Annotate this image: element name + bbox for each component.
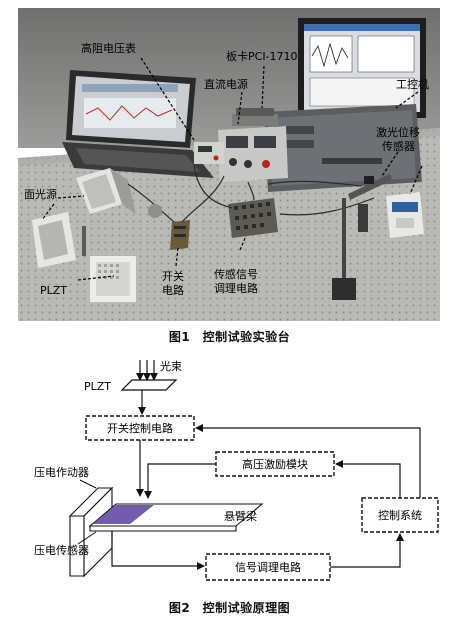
wire-control-hv xyxy=(335,460,401,498)
leader-sensor xyxy=(77,531,97,545)
lab-setup-photo: 高阻电压表 板卡PCI-1710 直流电源 工控机 激光位移 传感器 面光源 P… xyxy=(18,8,440,321)
label-switch-2: 电路 xyxy=(162,284,184,297)
cantilever-beam xyxy=(88,503,264,532)
switch-circuit-board xyxy=(170,220,190,250)
wire-sensor-signal xyxy=(111,531,205,570)
wire-signal-control xyxy=(330,533,404,568)
schem-label-plzt: PLZT xyxy=(84,380,111,393)
sensor-stand xyxy=(332,174,392,300)
label-ipc: 工控机 xyxy=(396,77,429,91)
laser-sensor-unit xyxy=(386,192,424,238)
schem-label-hv: 高压激励模块 xyxy=(242,457,308,471)
label-conditioning-2: 调理电路 xyxy=(214,282,258,295)
magnetic-base xyxy=(148,204,162,218)
schem-label-actuator: 压电作动器 xyxy=(34,466,89,479)
control-schematic-diagram: PLZT 光束 开关控制电路 高压激励模块 控制系统 悬臂梁 压电作动器 压电传… xyxy=(34,359,439,581)
label-conditioning-1: 传感信号 xyxy=(214,268,258,281)
schem-label-switch: 开关控制电路 xyxy=(107,421,173,435)
schem-label-control: 控制系统 xyxy=(378,508,422,522)
plzt-element xyxy=(120,379,178,391)
clamp-base xyxy=(68,486,114,578)
label-laser-sensor-1: 激光位移 xyxy=(376,125,420,139)
industrial-pc xyxy=(264,104,422,192)
light-beam-arrows xyxy=(136,360,158,381)
laptop-monitor xyxy=(62,70,214,178)
schem-label-signal: 信号调理电路 xyxy=(235,561,301,574)
signal-conditioning-box xyxy=(205,553,331,581)
figure2-caption: 图2 控制试验原理图 xyxy=(168,601,291,615)
label-light-source: 面光源 xyxy=(24,187,57,201)
cables xyxy=(127,163,375,223)
annotation-arrows xyxy=(41,57,423,281)
wire-control-switch xyxy=(195,424,421,498)
label-dc-power: 直流电源 xyxy=(204,77,248,91)
voltmeter-box xyxy=(194,142,224,164)
schem-label-cantilever: 悬臂梁 xyxy=(224,509,257,523)
pc-monitor xyxy=(298,18,426,130)
label-switch-1: 开关 xyxy=(162,269,184,283)
figure1-caption: 图1 控制试验实验台 xyxy=(168,330,291,344)
piezo-patch xyxy=(92,505,154,524)
label-laser-sensor-2: 传感器 xyxy=(382,140,415,153)
plzt-holder xyxy=(32,212,136,302)
post xyxy=(82,226,86,256)
light-source xyxy=(76,168,136,214)
schem-label-beam: 光束 xyxy=(160,359,182,373)
label-voltmeter: 高阻电压表 xyxy=(81,41,136,55)
wire-hv-actuator xyxy=(144,463,216,499)
schem-label-sensor: 压电传感器 xyxy=(34,544,89,557)
leader-actuator xyxy=(79,479,97,489)
dc-power-supply xyxy=(218,108,288,182)
label-plzt: PLZT xyxy=(40,284,67,297)
label-daq-card: 板卡PCI-1710 xyxy=(226,49,298,63)
conditioning-board xyxy=(228,198,278,238)
control-system-box xyxy=(361,497,439,533)
